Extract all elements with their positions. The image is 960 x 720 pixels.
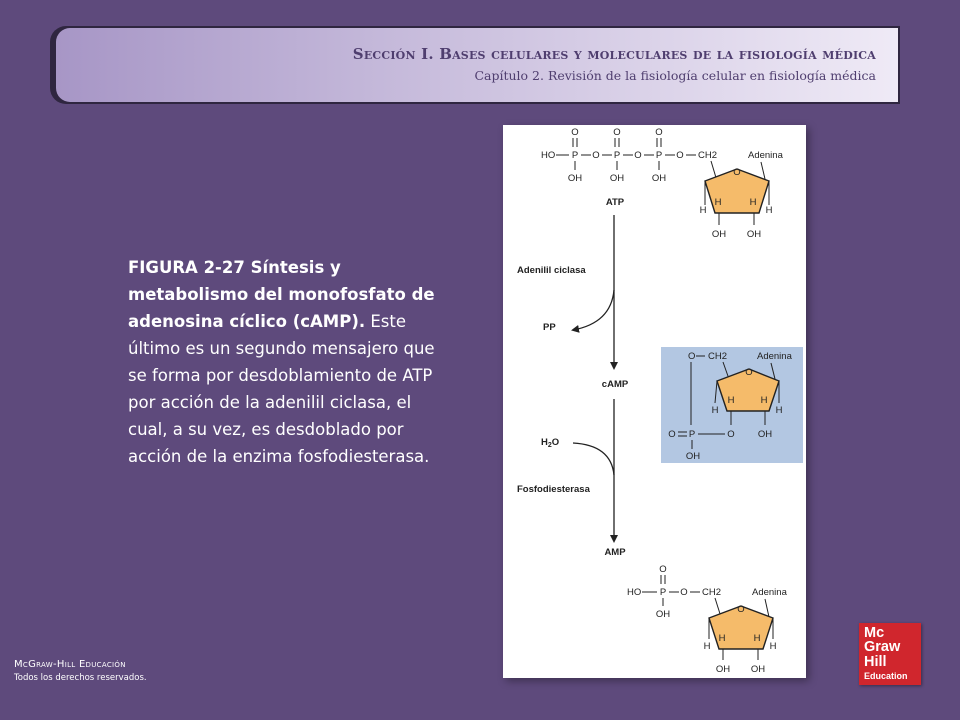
camp-ring-o: O <box>745 367 752 378</box>
chapter-title: Capítulo 2. Revisión de la fisiología ce… <box>474 68 876 83</box>
amp-oh-sugar-1: OH <box>716 664 730 675</box>
caption-body: Este último es un segundo mensajero que … <box>128 312 435 466</box>
atp-o-bridge-1: O <box>592 150 599 161</box>
atp-ho: HO <box>541 150 555 161</box>
camp-o-double: O <box>668 429 675 440</box>
figure-panel: O P OH HO O O P OH O O P OH O CH2 O Aden… <box>503 125 806 678</box>
camp-label: cAMP <box>602 379 629 390</box>
amp-o-bridge: O <box>680 587 687 598</box>
adenylyl-cyclase-label: Adenilil ciclasa <box>517 265 586 276</box>
camp-ch2: CH2 <box>708 351 727 362</box>
atp-o-bridge-3: O <box>676 150 683 161</box>
amp-ho: HO <box>627 587 641 598</box>
amp-structure: O HO P OH O CH2 Adenina O H H H H OH OH <box>627 564 788 675</box>
atp-label: ATP <box>606 197 625 208</box>
logo-line-1: Mc <box>864 625 885 641</box>
arrow-h2o-input <box>572 442 615 476</box>
atp-oh-2: OH <box>610 173 624 184</box>
atp-oh-1: OH <box>568 173 582 184</box>
header-banner: Sección I. Bases celulares y moleculares… <box>56 28 898 102</box>
amp-h-3: H <box>704 641 711 652</box>
mcgraw-hill-logo: Mc Graw Hill Education <box>859 623 921 685</box>
atp-structure: O P OH HO O O P OH O O P OH O CH2 O Aden… <box>541 127 784 240</box>
camp-o-ch2-o: O <box>688 351 695 362</box>
camp-h-2: H <box>761 395 768 406</box>
amp-label: AMP <box>604 547 626 558</box>
amp-o-top: O <box>659 564 666 575</box>
atp-p-1: P <box>572 150 578 161</box>
amp-oh-sugar-2: OH <box>751 664 765 675</box>
atp-p-3: P <box>656 150 662 161</box>
logo-line-4: Education <box>864 671 908 681</box>
amp-ch2: CH2 <box>702 587 721 598</box>
camp-p: P <box>689 429 695 440</box>
atp-oh-sugar-2: OH <box>747 229 761 240</box>
atp-ribose-ring <box>704 168 770 214</box>
phosphodiesterase-label: Fosfodiesterasa <box>517 484 591 495</box>
camp-adenine-label: Adenina <box>757 351 793 362</box>
figure-caption: FIGURA 2-27 Síntesis y metabolismo del m… <box>128 254 438 470</box>
atp-o-bridge-2: O <box>634 150 641 161</box>
arrow-pp-release <box>571 289 615 333</box>
amp-h-4: H <box>770 641 777 652</box>
logo-line-3: Hill <box>864 654 887 670</box>
section-title: Sección I. Bases celulares y moleculares… <box>352 45 876 63</box>
camp-h-4: H <box>776 405 783 416</box>
atp-adenine-label: Adenina <box>748 150 784 161</box>
publisher-name: McGraw-Hill Educación <box>14 659 126 670</box>
h2o-label: H2O <box>541 437 559 449</box>
atp-oh-3: OH <box>652 173 666 184</box>
atp-h-3: H <box>700 205 707 216</box>
atp-ch2: CH2 <box>698 150 717 161</box>
camp-ribose-ring <box>716 368 780 412</box>
camp-oh-sugar: OH <box>758 429 772 440</box>
camp-oh-phosphate: OH <box>686 451 700 462</box>
amp-h-2: H <box>754 633 761 644</box>
rights-notice: Todos los derechos reservados. <box>14 673 147 683</box>
atp-o-top-1: O <box>571 127 578 138</box>
camp-o-bridge: O <box>727 429 734 440</box>
atp-h-4: H <box>766 205 773 216</box>
atp-o-top-2: O <box>613 127 620 138</box>
camp-diagram: O P OH HO O O P OH O O P OH O CH2 O Aden… <box>517 127 803 675</box>
atp-o-top-3: O <box>655 127 662 138</box>
caption-title: FIGURA 2-27 Síntesis y metabolismo del m… <box>128 258 435 331</box>
camp-h-1: H <box>728 395 735 406</box>
camp-structure: O CH2 Adenina O H H H H O P O OH OH <box>661 347 803 463</box>
amp-adenine-label: Adenina <box>752 587 788 598</box>
camp-h-3: H <box>712 405 719 416</box>
amp-p: P <box>660 587 666 598</box>
atp-h-1: H <box>715 197 722 208</box>
amp-ring-o: O <box>737 604 744 615</box>
atp-oh-sugar-1: OH <box>712 229 726 240</box>
atp-ring-o: O <box>733 167 740 178</box>
pp-label: PP <box>543 322 556 333</box>
amp-ribose-ring <box>708 605 774 650</box>
amp-oh-phosphate: OH <box>656 609 670 620</box>
amp-h-1: H <box>719 633 726 644</box>
atp-p-2: P <box>614 150 620 161</box>
atp-h-2: H <box>750 197 757 208</box>
logo-line-2: Graw <box>864 639 901 655</box>
